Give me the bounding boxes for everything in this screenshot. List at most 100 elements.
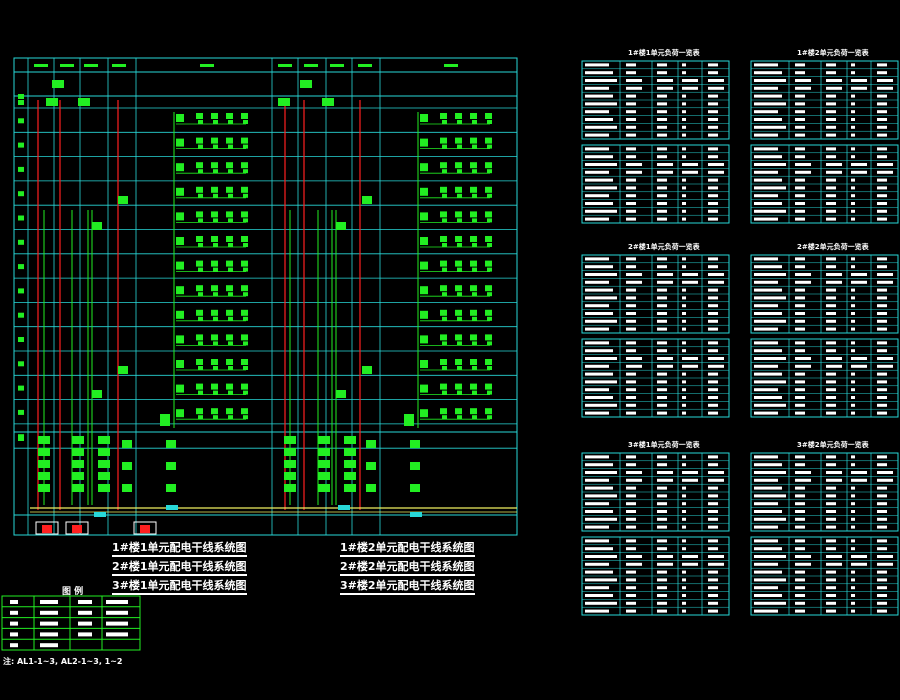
table-cell-text xyxy=(626,372,636,376)
table-cell-text xyxy=(754,388,778,392)
meter-box xyxy=(470,186,477,193)
table-cell-text xyxy=(682,601,686,605)
table-cell-text xyxy=(626,194,636,198)
service-entrance xyxy=(133,521,157,535)
legend-text xyxy=(106,632,128,637)
table-cell-text xyxy=(657,178,667,182)
table-cell-text xyxy=(877,125,887,129)
meter-box xyxy=(196,408,203,415)
table-cell-text xyxy=(851,86,867,90)
switchgear-unit xyxy=(284,448,296,456)
table-cell-text xyxy=(877,273,893,276)
table-cell-text xyxy=(657,280,673,284)
table-cell-text xyxy=(708,380,718,384)
table-cell-text xyxy=(851,601,855,605)
table-cell-text xyxy=(826,170,842,174)
meter-box xyxy=(241,236,248,242)
meter-box xyxy=(485,359,492,365)
meter-box xyxy=(457,341,462,346)
table-cell-text xyxy=(754,517,786,521)
table-cell-text xyxy=(682,273,698,276)
meter-box xyxy=(455,113,462,119)
switchgear-unit xyxy=(410,440,420,448)
table-cell-text xyxy=(795,388,805,392)
meter-box xyxy=(455,285,462,292)
table-cell-text xyxy=(708,455,718,459)
table-cell-text xyxy=(826,125,836,129)
table-cell-text xyxy=(708,186,718,190)
meter-box xyxy=(472,366,477,370)
table-cell-text xyxy=(657,155,667,159)
table-cell-text xyxy=(826,601,836,605)
table-cell-text xyxy=(795,357,811,360)
meter-box xyxy=(228,169,233,174)
table-cell-text xyxy=(795,403,805,407)
meter-box xyxy=(485,113,492,119)
table-cell-text xyxy=(626,396,636,399)
table-cell-text xyxy=(795,155,805,159)
table-cell-text xyxy=(657,364,673,368)
table-cell-text xyxy=(708,463,718,467)
floor-number-mark xyxy=(18,191,24,197)
table-cell-text xyxy=(682,471,698,474)
table-cell-text xyxy=(626,312,636,315)
meter-box xyxy=(470,285,477,292)
table-cell-text xyxy=(877,478,893,482)
meter-box xyxy=(455,162,462,169)
table-cell-text xyxy=(795,547,805,551)
meter-box xyxy=(196,236,203,242)
meter-box xyxy=(226,309,233,316)
switchgear-unit xyxy=(410,462,420,470)
meter-box xyxy=(243,316,248,321)
switchgear-unit xyxy=(38,460,50,468)
meter-box xyxy=(226,236,233,242)
distribution-box xyxy=(46,98,58,106)
table-cell-text xyxy=(754,202,782,205)
table-cell-text xyxy=(877,202,887,205)
table-cell-text xyxy=(826,388,836,392)
meter-box xyxy=(472,292,477,297)
table-cell-text xyxy=(795,319,805,323)
table-cell-text xyxy=(877,304,887,308)
table-cell-text xyxy=(754,304,778,308)
switchgear-unit xyxy=(366,462,376,470)
table-cell-text xyxy=(754,133,778,137)
meter-box xyxy=(213,218,218,223)
table-cell-text xyxy=(682,349,686,353)
table-cell-text xyxy=(754,163,786,166)
table-cell-text xyxy=(657,388,667,392)
table-cell-text xyxy=(795,555,811,558)
meter-box xyxy=(472,316,477,321)
table-cell-text xyxy=(851,578,855,582)
table-cell-text xyxy=(708,202,718,205)
table-cell-text xyxy=(877,471,893,474)
switchgear-unit xyxy=(98,472,110,480)
meter-box xyxy=(457,193,462,198)
table-cell-text xyxy=(585,471,617,474)
meter-box xyxy=(442,341,447,346)
meter-box xyxy=(487,316,492,321)
table-cell-text xyxy=(708,478,724,482)
table-cell-text xyxy=(682,570,686,574)
table-cell-text xyxy=(708,280,724,284)
switchgear-unit xyxy=(318,484,330,492)
table-cell-text xyxy=(708,155,718,159)
table-cell-text xyxy=(877,133,887,137)
junction-box xyxy=(94,512,106,517)
table-cell-text xyxy=(708,494,718,498)
table-cell-text xyxy=(657,562,673,566)
table-cell-text xyxy=(657,125,667,129)
table-cell-text xyxy=(754,280,778,284)
table-cell-text xyxy=(754,257,778,261)
meter-box xyxy=(243,341,248,346)
meter-box xyxy=(470,236,477,242)
table-cell-text xyxy=(682,388,686,392)
meter-box xyxy=(485,137,492,144)
meter-box xyxy=(213,390,218,395)
table-cell-text xyxy=(626,463,636,467)
meter-box xyxy=(196,211,203,218)
meter-box xyxy=(228,267,233,272)
meter-box xyxy=(198,366,203,370)
table-cell-text xyxy=(657,471,673,474)
table-cell-text xyxy=(682,178,686,182)
